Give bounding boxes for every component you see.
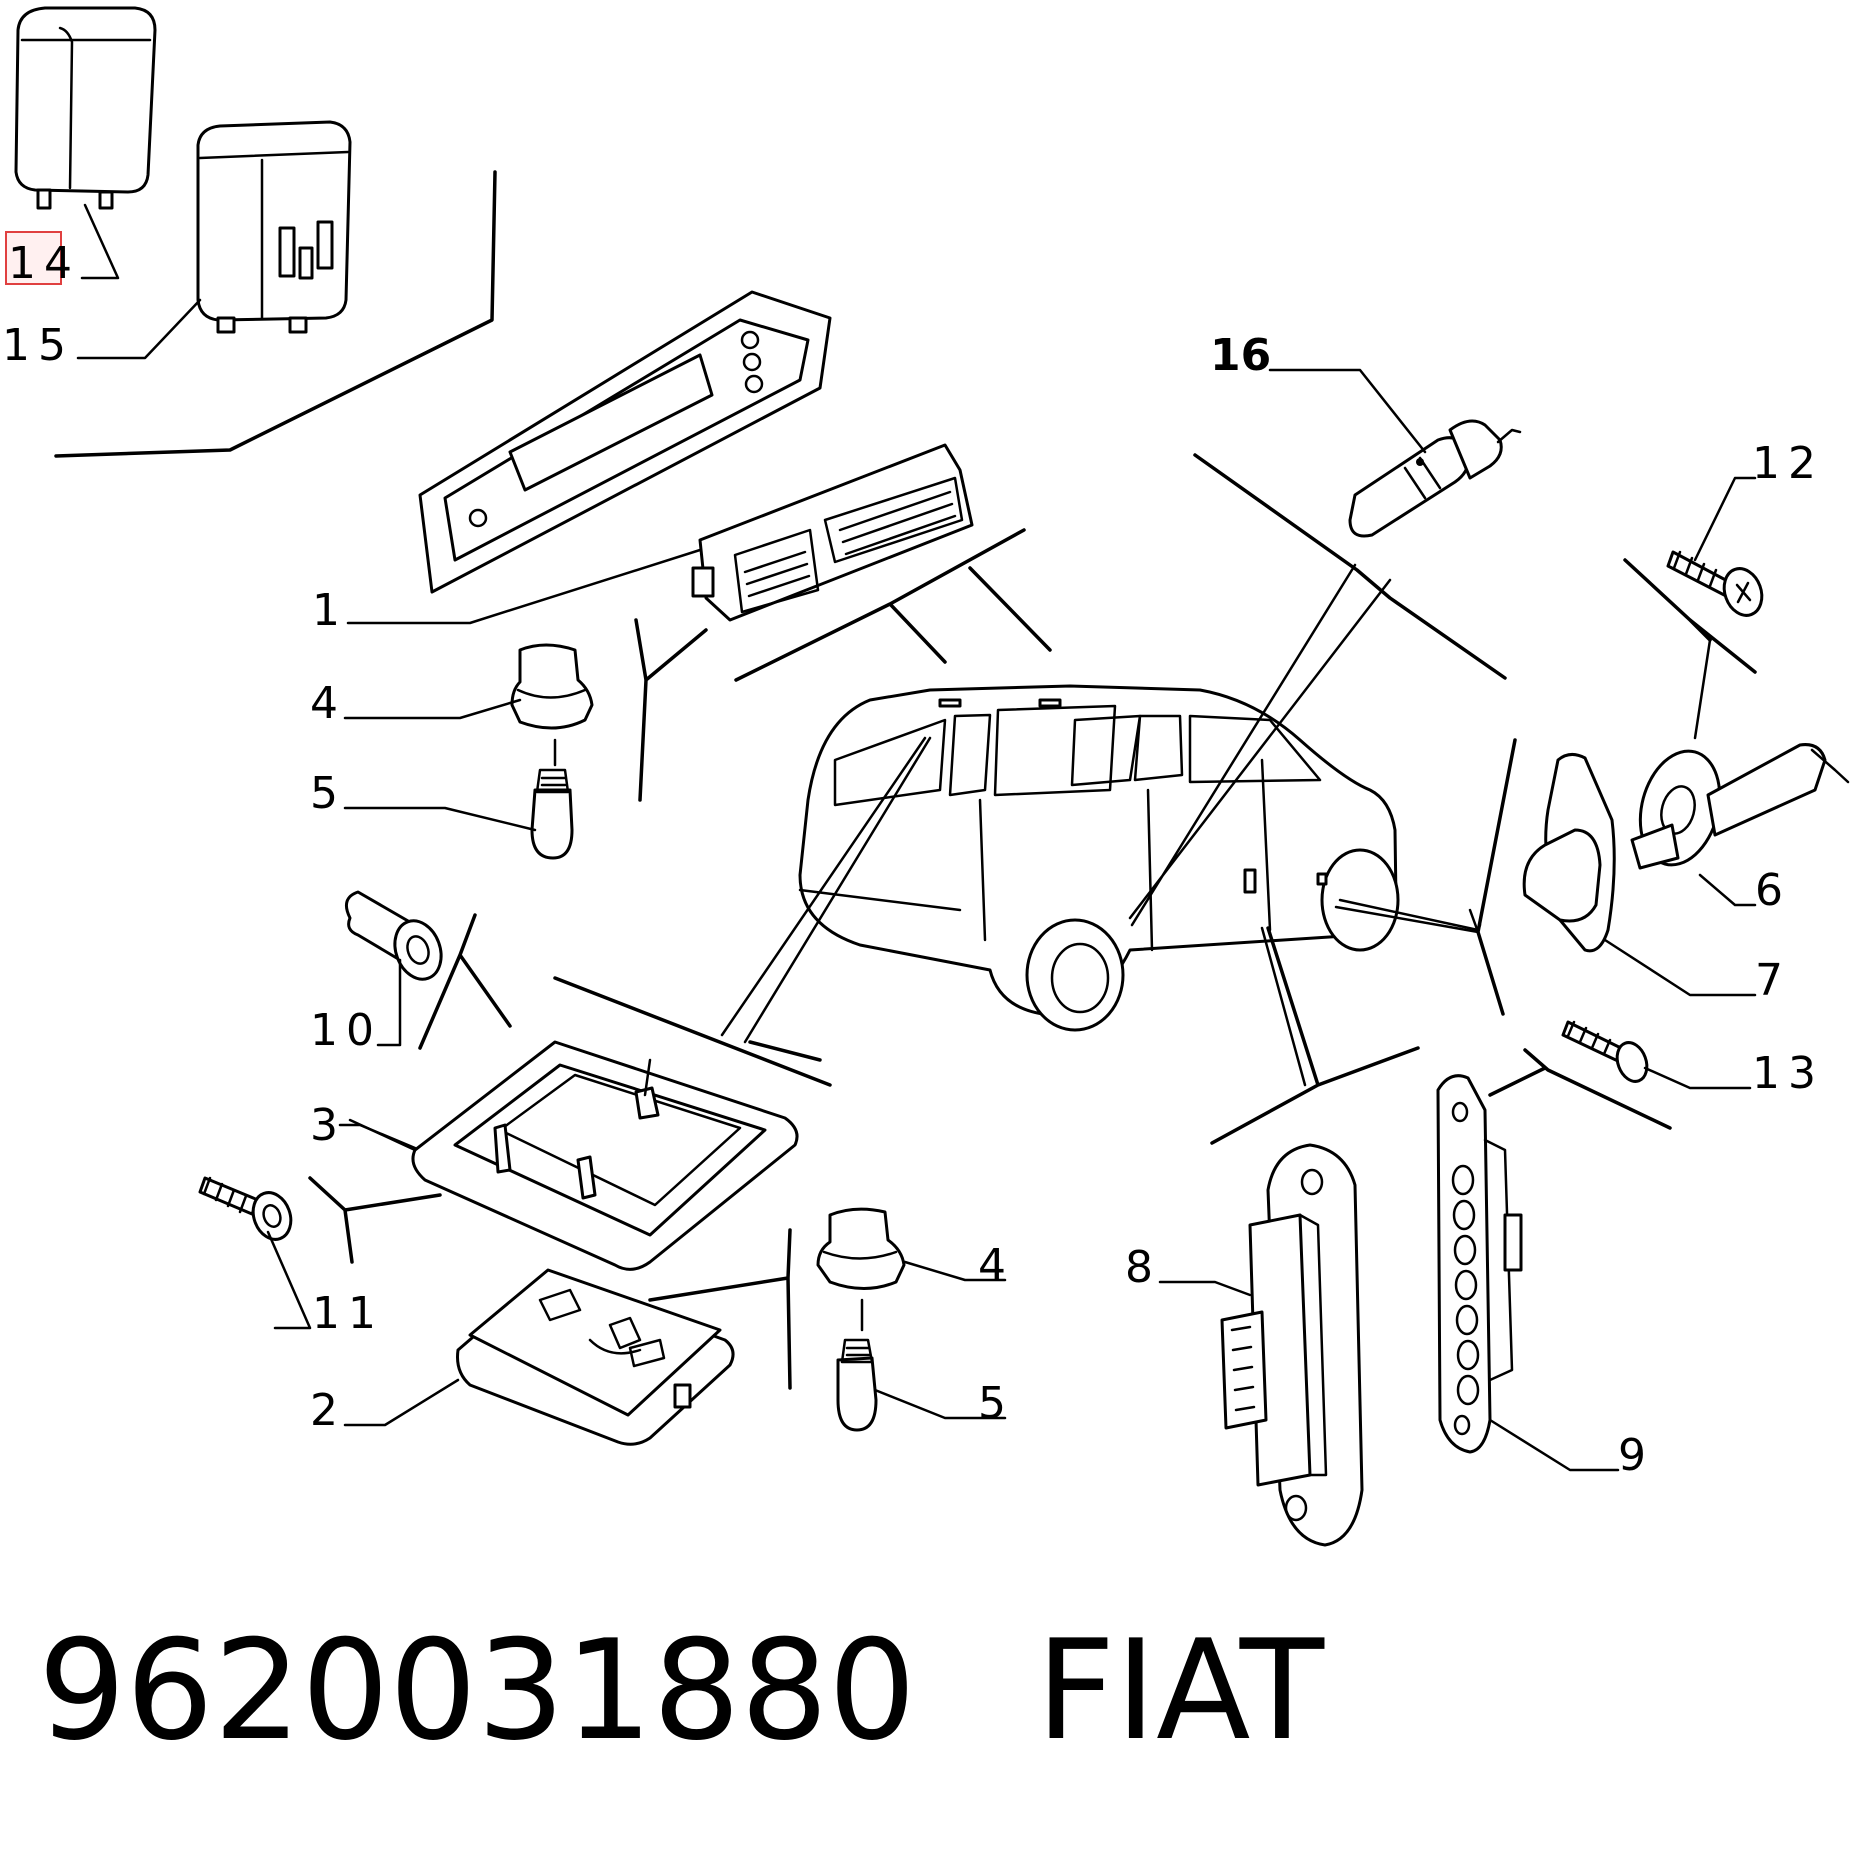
lamp-holder-4a-part bbox=[510, 643, 594, 730]
leader-14 bbox=[80, 203, 120, 280]
callout-5b[interactable]: 5 bbox=[978, 1378, 1014, 1429]
car-body-part bbox=[798, 684, 1400, 1032]
overhead-console-1-part bbox=[418, 290, 832, 594]
callout-4b[interactable]: 4 bbox=[978, 1240, 1014, 1291]
leader-3 bbox=[338, 1123, 417, 1150]
leader-5b bbox=[873, 1388, 1007, 1420]
rear-light-8-part bbox=[1220, 1143, 1364, 1547]
lens-7-part bbox=[1522, 753, 1616, 953]
leader-12 bbox=[1693, 476, 1757, 562]
callout-15[interactable]: 15 bbox=[2, 320, 74, 371]
leader-6 bbox=[1698, 873, 1757, 907]
leader-13 bbox=[1643, 1066, 1752, 1090]
leader-5a bbox=[343, 806, 537, 832]
dome-lens-2-part bbox=[456, 1268, 735, 1446]
leader-2 bbox=[343, 1378, 460, 1427]
bulb-5a-part bbox=[530, 768, 574, 860]
part-number: 9620031880 bbox=[38, 1610, 916, 1771]
leader-9 bbox=[1488, 1418, 1620, 1472]
leader-16 bbox=[1268, 368, 1427, 454]
callout-14-highlight bbox=[5, 231, 62, 285]
screw-12-part bbox=[1666, 550, 1764, 617]
leader-10 bbox=[376, 958, 402, 1047]
bulb-16-part bbox=[1348, 419, 1522, 538]
leader-15 bbox=[76, 298, 202, 360]
leader-11 bbox=[266, 1230, 312, 1330]
lamp-holder-4b-part bbox=[816, 1207, 906, 1290]
leader-4a bbox=[343, 698, 522, 720]
leader-4b bbox=[903, 1260, 1007, 1282]
screw-11-part bbox=[198, 1176, 293, 1241]
screw-13-part bbox=[1561, 1020, 1649, 1083]
callout-9[interactable]: 9 bbox=[1618, 1430, 1654, 1481]
switch-panel-part bbox=[691, 443, 974, 622]
callout-10[interactable]: 10 bbox=[310, 1005, 382, 1056]
rear-light-9-part bbox=[1436, 1074, 1523, 1454]
leader-8 bbox=[1158, 1280, 1252, 1297]
pin-10-part bbox=[344, 890, 443, 981]
callout-11[interactable]: 11 bbox=[312, 1288, 384, 1339]
callout-2[interactable]: 2 bbox=[310, 1385, 346, 1436]
relay-15-part bbox=[196, 120, 352, 334]
callout-3[interactable]: 3 bbox=[310, 1100, 346, 1151]
callout-14[interactable]: 14 bbox=[8, 238, 80, 289]
leader-7 bbox=[1603, 938, 1757, 997]
lamp-6-part bbox=[1630, 743, 1850, 870]
leader-1 bbox=[346, 548, 702, 625]
callout-13[interactable]: 13 bbox=[1752, 1048, 1824, 1099]
callout-6[interactable]: 6 bbox=[1755, 865, 1791, 916]
bulb-5b-part bbox=[836, 1338, 878, 1432]
callout-5a[interactable]: 5 bbox=[310, 768, 346, 819]
callout-16[interactable]: 16 bbox=[1210, 330, 1271, 381]
dome-light-3-part bbox=[411, 1040, 799, 1271]
callout-8[interactable]: 8 bbox=[1125, 1242, 1161, 1293]
callout-7[interactable]: 7 bbox=[1755, 955, 1791, 1006]
callout-4a[interactable]: 4 bbox=[310, 678, 346, 729]
brand-name: FIAT bbox=[1036, 1610, 1325, 1771]
relay-14-part bbox=[14, 6, 157, 210]
callout-1[interactable]: 1 bbox=[312, 585, 348, 636]
callout-12[interactable]: 12 bbox=[1752, 438, 1824, 489]
